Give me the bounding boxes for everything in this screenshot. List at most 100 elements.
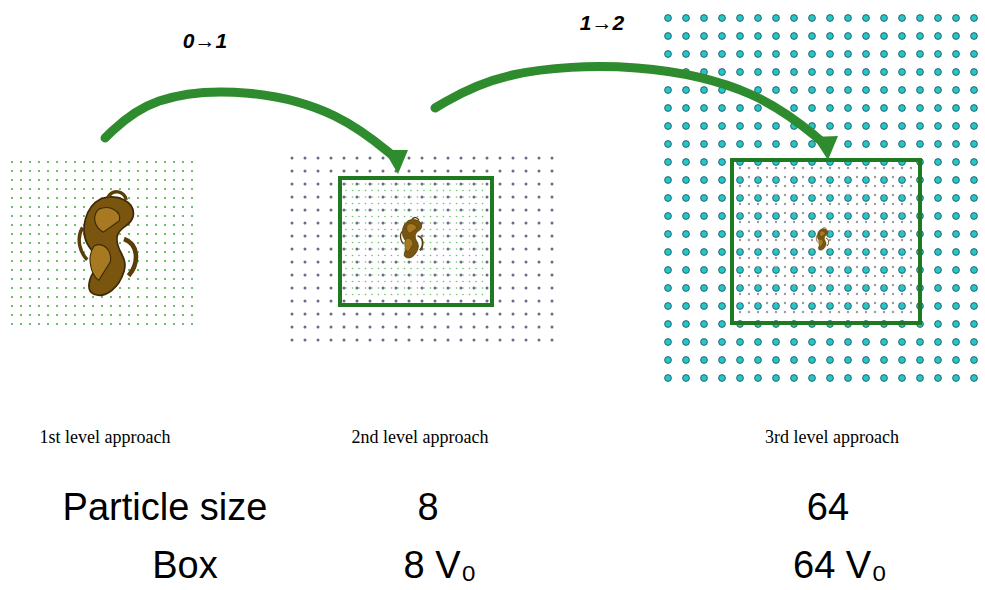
grid-dot [755,105,762,112]
grid-dot [128,188,130,190]
grid-dot [551,300,554,303]
grid-dot [434,235,437,238]
grid-dot [499,287,502,290]
grid-dot [462,209,464,211]
grid-dot [460,209,463,212]
grid-dot [137,269,139,271]
grid-dot [378,229,380,231]
grid-dot [482,196,484,198]
grid-dot [755,51,762,58]
grid-dot [304,183,307,186]
grid-dot [384,261,386,263]
grid-dot [473,235,476,238]
grid-dot [793,230,795,232]
grid-dot [901,239,903,241]
grid-dot [436,268,438,270]
grid-dot [356,209,359,212]
grid-dot [345,209,347,211]
grid-dot [358,222,360,224]
grid-dot [330,287,333,290]
grid-dot [462,216,464,218]
grid-dot [384,242,386,244]
grid-dot [47,278,49,280]
grid-dot [391,222,393,224]
grid-dot [456,294,458,296]
grid-dot [343,183,346,186]
grid-dot [382,261,385,264]
grid-dot [371,281,373,283]
grid-dot [865,284,867,286]
grid-dot [191,179,193,181]
grid-dot [371,183,373,185]
grid-dot [369,248,372,251]
grid-dot [137,296,139,298]
grid-dot [330,209,333,212]
grid-dot [38,188,40,190]
grid-dot [935,321,942,328]
grid-dot [345,196,347,198]
grid-dot [395,196,398,199]
grid-dot [784,230,786,232]
grid-dot [423,287,425,289]
grid-dot [856,275,858,277]
grid-dot [845,285,852,292]
grid-dot [755,195,762,202]
grid-dot [408,209,411,212]
grid-dot [369,313,372,316]
grid-dot [512,313,515,316]
grid-dot [482,216,484,218]
grid-dot [899,285,906,292]
grid-dot [38,260,40,262]
grid-dot [793,248,795,250]
grid-dot [410,203,412,205]
grid-dot [838,239,840,241]
grid-dot [820,167,822,169]
grid-dot [146,242,148,244]
arrow-label: 1→2 [580,12,624,33]
grid-dot [345,268,347,270]
grid-dot [739,302,741,304]
grid-dot [434,274,437,277]
grid-dot [423,222,425,224]
grid-dot [343,261,346,264]
grid-dot [486,157,489,160]
grid-dot [665,87,672,94]
grid-dot [391,294,393,296]
grid-dot [469,209,471,211]
grid-dot [482,281,484,283]
grid-dot [317,287,320,290]
grid-dot [525,222,528,225]
grid-dot [146,260,148,262]
grid-dot [47,197,49,199]
grid-dot [802,302,804,304]
grid-dot [291,287,294,290]
grid-dot [397,203,399,205]
grid-dot [874,194,876,196]
grid-dot [456,203,458,205]
grid-dot [65,197,67,199]
grid-dot [83,161,85,163]
grid-dot [701,159,708,166]
grid-dot [802,266,804,268]
grid-dot [317,196,320,199]
grid-dot [739,266,741,268]
grid-dot [683,213,690,220]
grid-dot [901,302,903,304]
grid-dot [38,161,40,163]
grid-dot [512,248,515,251]
grid-dot [155,260,157,262]
grid-dot [899,141,906,148]
grid-dot [881,303,888,310]
grid-dot [434,209,437,212]
grid-dot [775,203,777,205]
grid-dot [757,257,759,259]
grid-dot [847,176,849,178]
grid-dot [382,313,385,316]
grid-dot [443,261,445,263]
grid-dot [20,215,22,217]
grid-dot [447,339,450,342]
grid-dot [164,215,166,217]
grid-dot [20,161,22,163]
grid-dot [829,212,831,214]
grid-dot [436,242,438,244]
